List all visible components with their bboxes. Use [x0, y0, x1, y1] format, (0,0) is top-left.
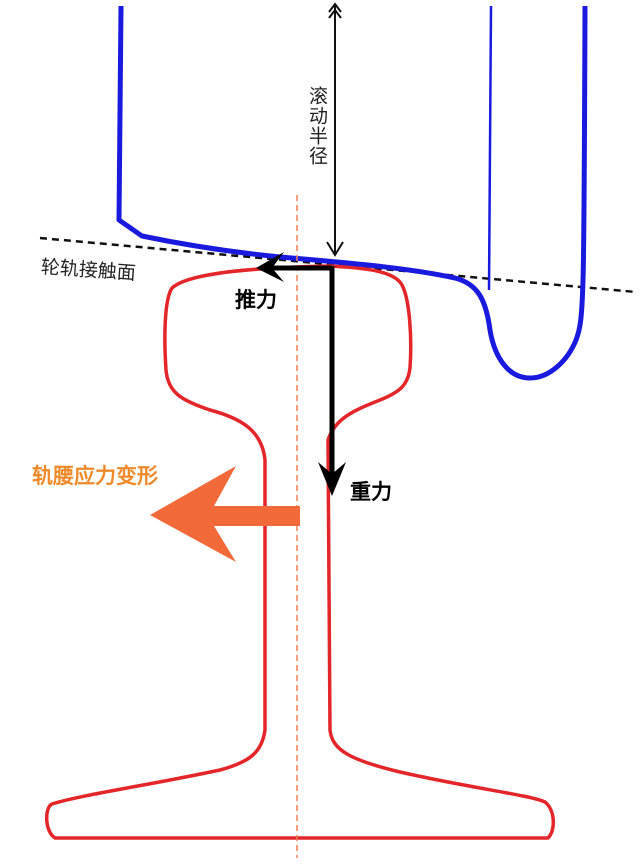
- thrust-label: 推力: [235, 288, 277, 312]
- gravity-arrowhead: [318, 462, 346, 496]
- contact-plane-line: [39, 236, 637, 294]
- thrust-arrowhead: [256, 252, 284, 282]
- wheel-profile: [116, 5, 588, 381]
- wheel-flange-inner-line: [487, 5, 493, 291]
- gravity-label: 重力: [350, 480, 392, 504]
- deformation-arrow: [150, 466, 300, 562]
- force-arrows: [262, 265, 335, 485]
- web-deformation-label: 轨腰应力变形: [32, 464, 158, 488]
- rail-profile: [45, 264, 555, 840]
- rolling-radius-arrow: [326, 2, 344, 257]
- rolling-radius-label: 滚动半径: [306, 86, 328, 166]
